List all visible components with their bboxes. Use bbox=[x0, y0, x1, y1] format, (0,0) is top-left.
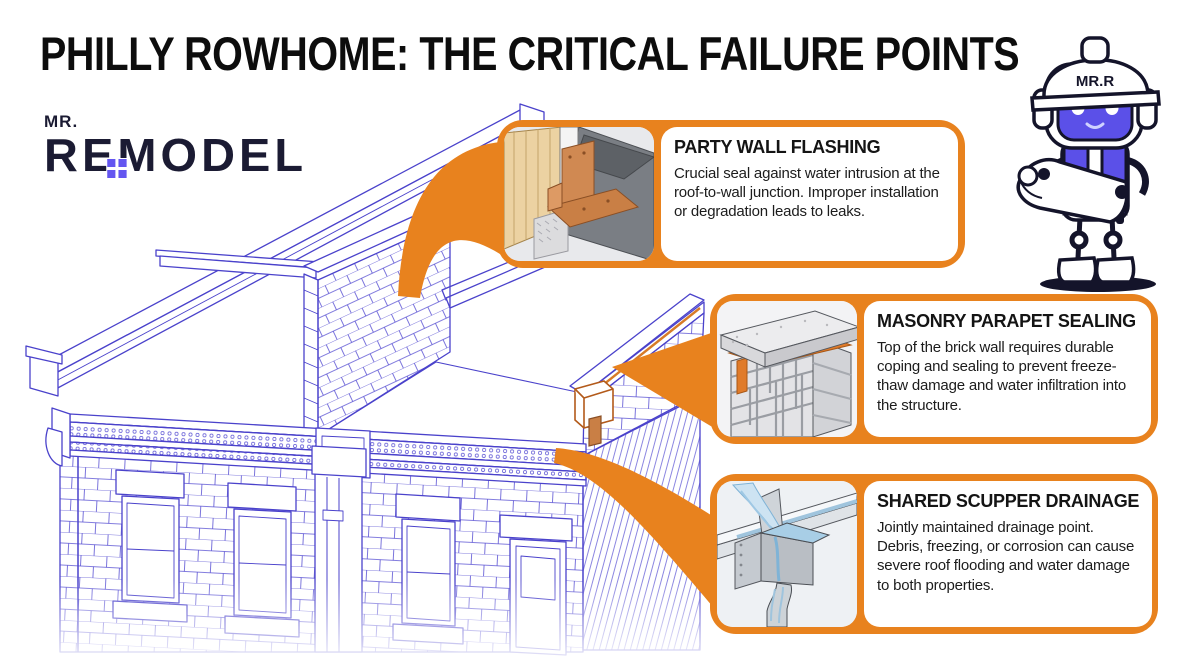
callout-body-2: Top of the brick wall requires durable c… bbox=[877, 339, 1127, 414]
callout-text-2: MASONRY PARAPET SEALING Top of the brick… bbox=[864, 301, 1151, 437]
callout-text-3: SHARED SCUPPER DRAINAGE Jointly maintain… bbox=[864, 481, 1153, 627]
logo-mr-text: MR. bbox=[44, 112, 79, 131]
callout-title-3: SHARED SCUPPER DRAINAGE bbox=[877, 491, 1140, 511]
callout-body-3: Jointly maintained drainage point. Debri… bbox=[877, 519, 1135, 594]
flashing-thumbnail bbox=[504, 127, 654, 261]
callout-text-1: PARTY WALL FLASHING Crucial seal against… bbox=[661, 127, 958, 261]
callout-body-1: Crucial seal against water intrusion at … bbox=[674, 165, 940, 221]
callout-party-wall-flashing: PARTY WALL FLASHING Crucial seal against… bbox=[497, 120, 965, 268]
callout-title-2: MASONRY PARAPET SEALING bbox=[877, 311, 1136, 331]
page-title: PHILLY ROWHOME: THE CRITICAL FAILURE POI… bbox=[40, 27, 1020, 80]
logo-word-left: RE bbox=[44, 129, 118, 181]
leader-shared-scupper bbox=[554, 448, 714, 608]
building-scupper-detail bbox=[574, 307, 701, 447]
callout-shared-scupper-drainage: SHARED SCUPPER DRAINAGE Jointly maintain… bbox=[710, 474, 1158, 634]
logo-word-right: MODEL bbox=[117, 129, 308, 181]
callout-masonry-parapet-sealing: MASONRY PARAPET SEALING Top of the brick… bbox=[710, 294, 1158, 444]
parapet-thumbnail bbox=[717, 301, 857, 437]
leader-party-wall-flashing bbox=[398, 142, 500, 298]
leader-masonry-parapet bbox=[612, 332, 714, 428]
scupper-thumbnail bbox=[717, 481, 857, 627]
mascot-hat-label: MR.R bbox=[1076, 73, 1114, 90]
callout-title-1: PARTY WALL FLASHING bbox=[674, 137, 881, 157]
mascot-robot: MR.R bbox=[1016, 36, 1161, 292]
logo-window-icon bbox=[106, 158, 128, 179]
